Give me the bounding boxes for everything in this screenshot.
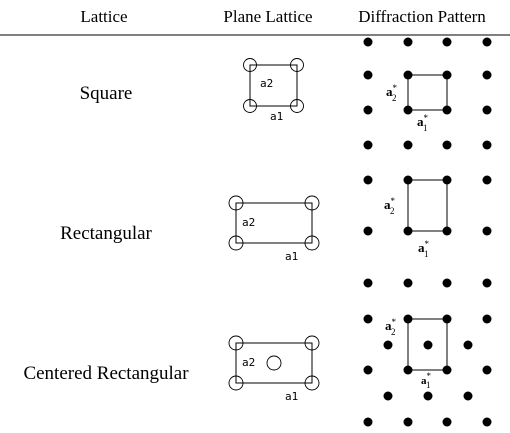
label-a2-star: a*2 xyxy=(385,317,397,337)
lattice-point xyxy=(304,375,320,391)
diffraction-spot xyxy=(363,105,373,115)
diffraction-spot xyxy=(442,105,452,115)
diffraction-spot xyxy=(403,417,413,427)
label-a1: a1 xyxy=(285,250,298,263)
diffraction-spot xyxy=(363,365,373,375)
diffraction-spot xyxy=(363,37,373,47)
row-label-centered-rectangular: Centered Rectangular xyxy=(23,363,189,384)
diffraction-spot xyxy=(482,175,492,185)
label-a2: a2 xyxy=(242,216,255,229)
lattice-point xyxy=(228,195,244,211)
diffraction-spot xyxy=(403,37,413,47)
lattice-point xyxy=(228,375,244,391)
diffraction-spot xyxy=(403,226,413,236)
unit-cell xyxy=(235,202,313,244)
diffraction-spot xyxy=(482,314,492,324)
diffraction-spot xyxy=(363,314,373,324)
diffraction-spot xyxy=(442,417,452,427)
diffraction-spot xyxy=(403,314,413,324)
label-a1-star: a*1 xyxy=(417,113,429,133)
reciprocal-cell xyxy=(407,318,448,371)
diffraction-spot xyxy=(403,278,413,288)
reciprocal-cell xyxy=(407,179,448,232)
diffraction-spot xyxy=(482,278,492,288)
lattice-point xyxy=(290,99,304,113)
label-a1-star: a*1 xyxy=(418,239,430,259)
label-a2: a2 xyxy=(242,356,255,369)
label-a1: a1 xyxy=(285,390,298,403)
diffraction-spot xyxy=(442,278,452,288)
diffraction-spot xyxy=(442,140,452,150)
row-label-rectangular: Rectangular xyxy=(60,223,152,244)
diffraction-spot xyxy=(363,226,373,236)
diffraction-spot xyxy=(442,70,452,80)
diffraction-spot xyxy=(482,140,492,150)
lattice-point xyxy=(243,99,257,113)
diffraction-spot xyxy=(482,226,492,236)
diffraction-spot xyxy=(442,314,452,324)
plane-lattice-centered-rectangular: a2 a1 xyxy=(228,335,320,403)
diffraction-spot xyxy=(423,391,433,401)
reciprocal-cell xyxy=(407,74,448,111)
diffraction-spot xyxy=(442,175,452,185)
lattice-point xyxy=(304,335,320,351)
lattice-point xyxy=(304,235,320,251)
lattice-point xyxy=(243,58,257,72)
header-plane-lattice: Plane Lattice xyxy=(223,7,312,26)
diffraction-spot xyxy=(442,37,452,47)
diffraction-spot xyxy=(383,340,393,350)
diffraction-spot xyxy=(403,175,413,185)
center-lattice-point xyxy=(266,355,282,371)
label-a2: a2 xyxy=(260,77,273,90)
diffraction-spot xyxy=(403,70,413,80)
label-a1: a1 xyxy=(270,110,283,123)
plane-lattice-rectangular: a2 a1 xyxy=(228,195,320,263)
header-diffraction-pattern: Diffraction Pattern xyxy=(358,7,486,26)
lattice-point xyxy=(290,58,304,72)
plane-lattice-square: a2 a1 xyxy=(243,58,304,123)
diffraction-rectangular: a*2 a*1 xyxy=(363,175,492,288)
lattice-point xyxy=(228,235,244,251)
unit-cell xyxy=(235,342,313,384)
diffraction-spot xyxy=(482,417,492,427)
diffraction-spot xyxy=(363,140,373,150)
diffraction-spot xyxy=(482,105,492,115)
diffraction-spot xyxy=(482,37,492,47)
diffraction-spot xyxy=(363,278,373,288)
diffraction-spot xyxy=(363,70,373,80)
diffraction-spot xyxy=(363,175,373,185)
diffraction-centered-rectangular: a*2 a*1 xyxy=(363,314,492,427)
diffraction-spot xyxy=(442,226,452,236)
diffraction-spot xyxy=(403,365,413,375)
diffraction-spot xyxy=(403,140,413,150)
diffraction-spot xyxy=(363,417,373,427)
diffraction-spot xyxy=(403,105,413,115)
unit-cell xyxy=(249,64,298,107)
lattice-point xyxy=(228,335,244,351)
lattice-point xyxy=(304,195,320,211)
diffraction-spot xyxy=(482,365,492,375)
diffraction-spot xyxy=(463,391,473,401)
diffraction-spot xyxy=(463,340,473,350)
diffraction-spot xyxy=(442,365,452,375)
header-lattice: Lattice xyxy=(80,7,127,26)
diffraction-spot xyxy=(423,340,433,350)
row-label-square: Square xyxy=(80,83,133,104)
diffraction-spot xyxy=(383,391,393,401)
label-a2-star: a*2 xyxy=(386,83,398,103)
diffraction-square: a*2 a*1 xyxy=(363,37,492,150)
label-a1-star: a*1 xyxy=(421,371,432,390)
label-a2-star: a*2 xyxy=(384,196,396,216)
diffraction-spot xyxy=(482,70,492,80)
